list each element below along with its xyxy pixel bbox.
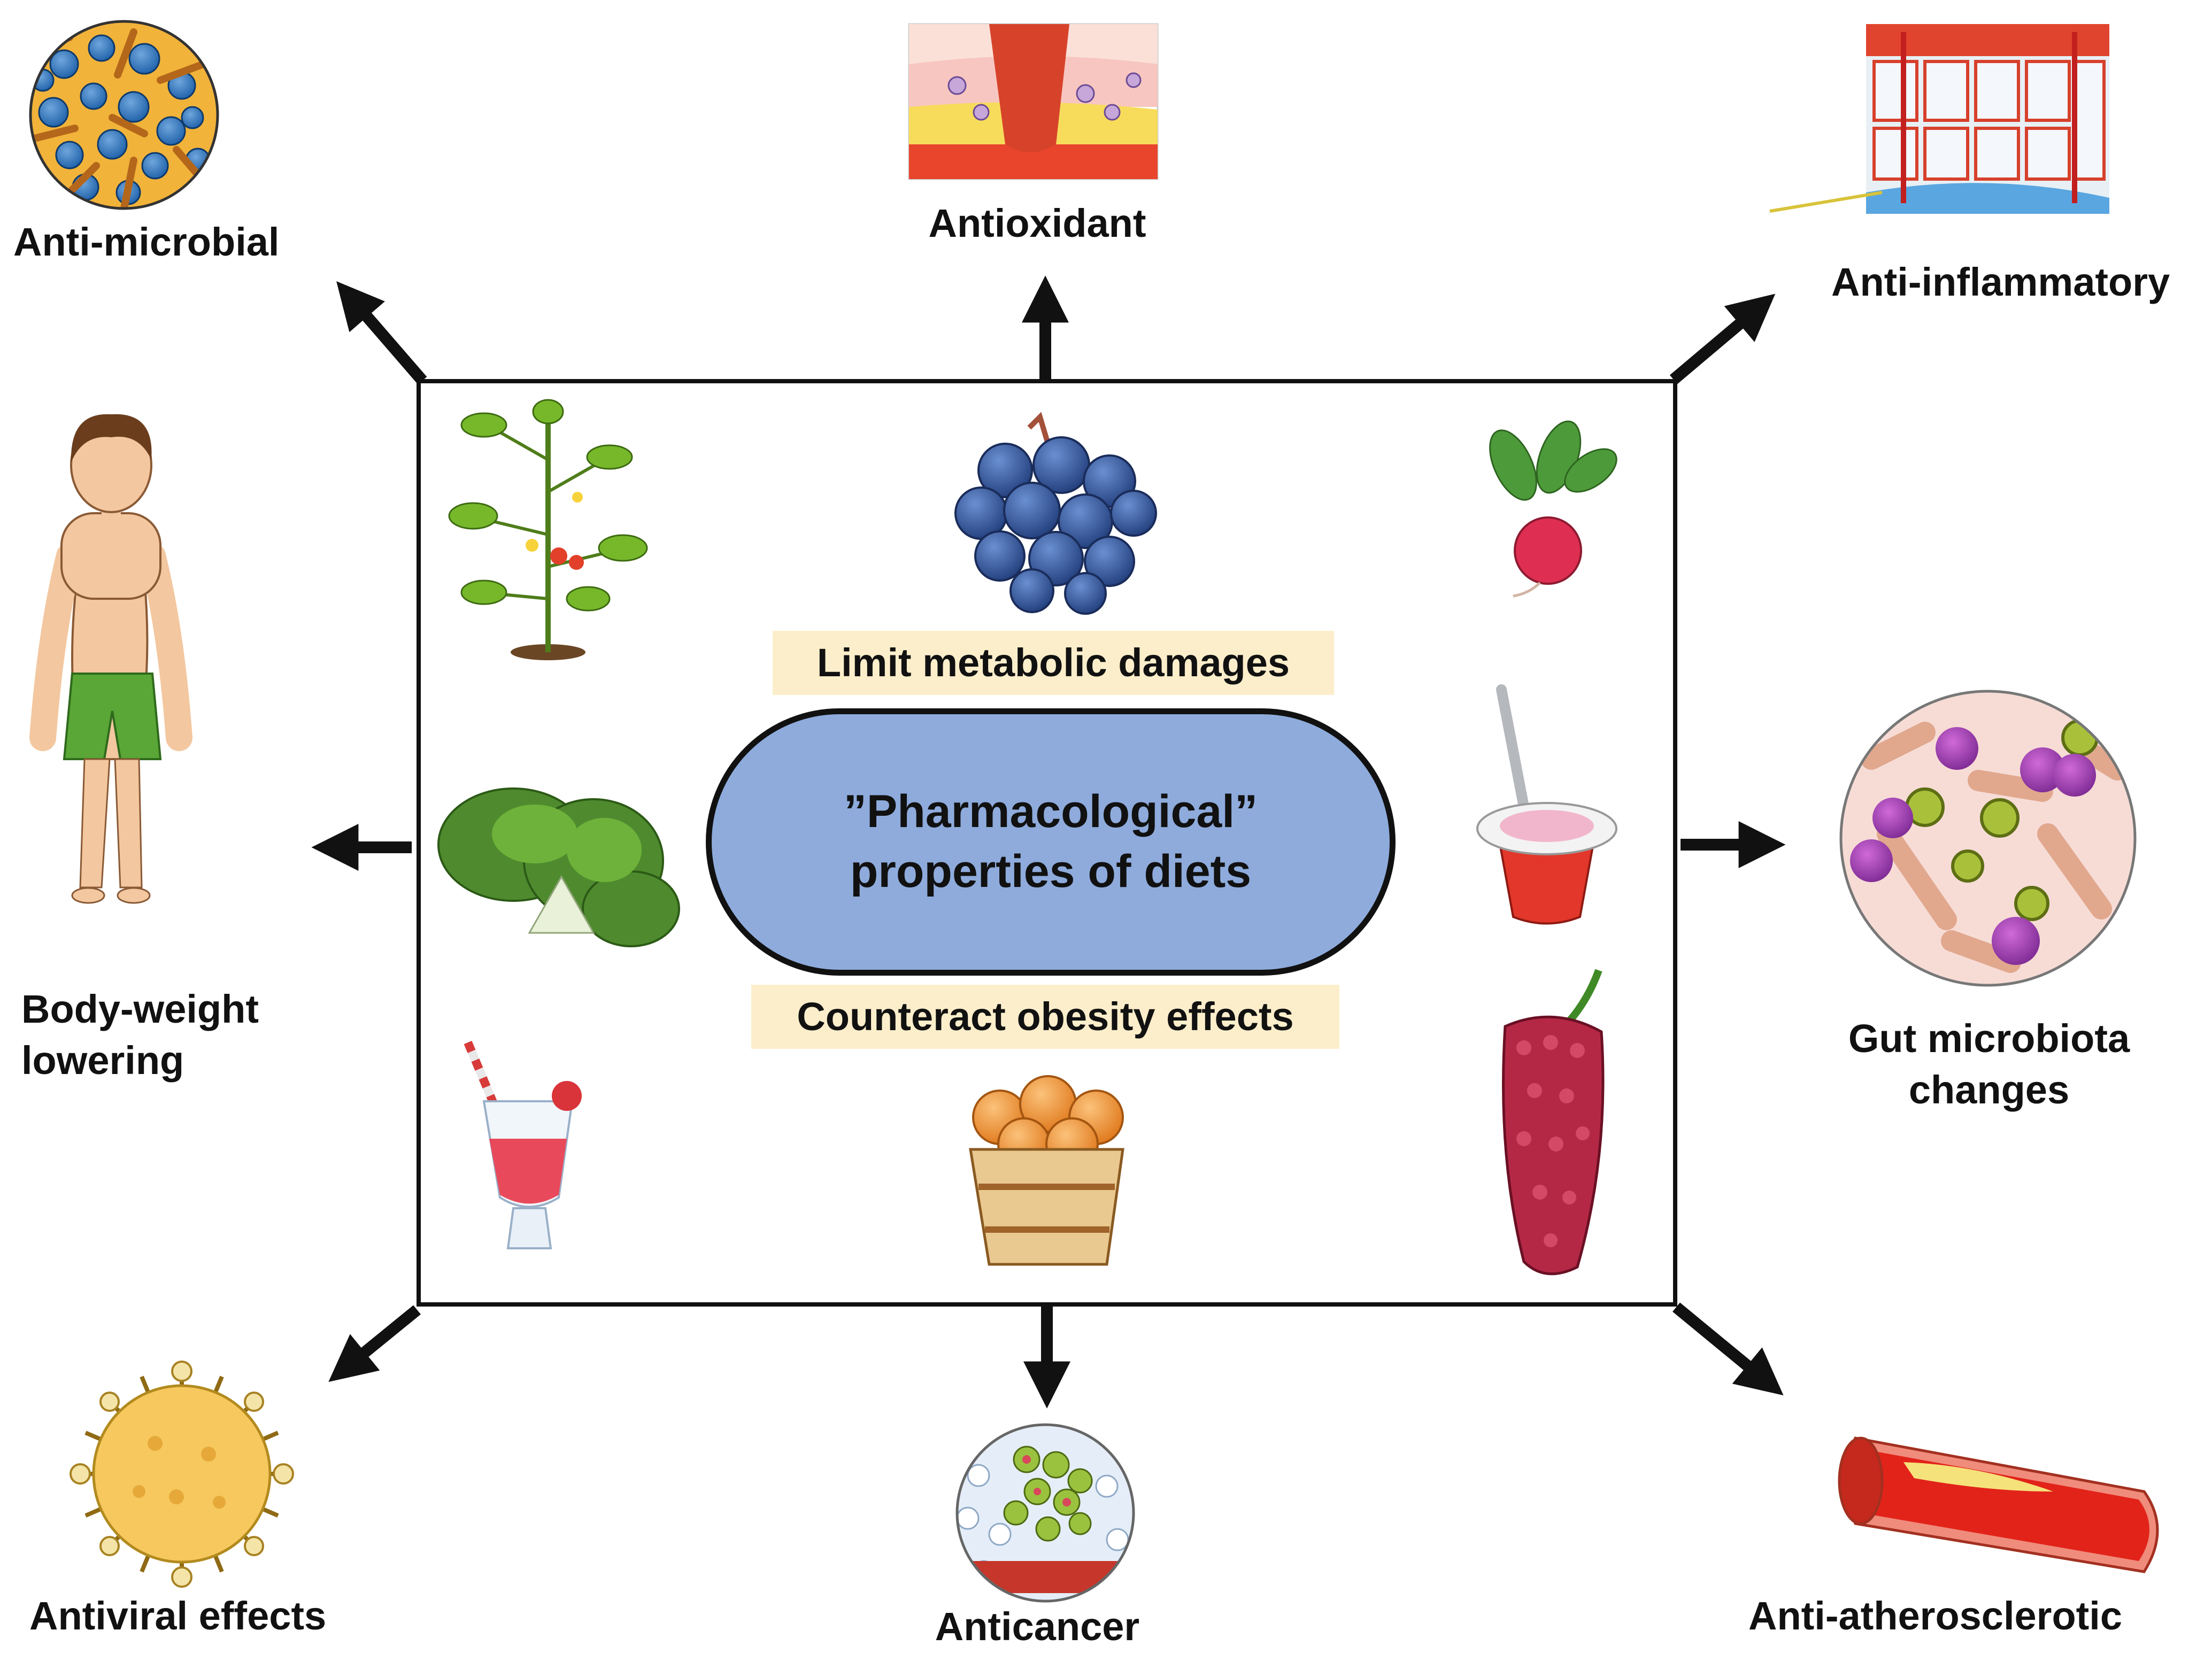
label-antioxidant: Antioxidant (928, 201, 1146, 245)
yogurt-icon (1476, 684, 1617, 925)
pill-title-line2: properties of diets (850, 846, 1252, 897)
virus-icon (70, 1361, 294, 1588)
central-pill: ”Pharmacological” properties of diets (706, 708, 1396, 976)
label-gut-microbiota: Gut microbiota changes (1848, 1013, 2130, 1116)
banner-limit-metabolic: Limit metabolic damages (773, 631, 1334, 695)
label-body-weight-line1: Body-weight (21, 987, 259, 1031)
arrow-anti-atherosclerotic (1673, 1302, 1784, 1396)
cancer-cells-icon (955, 1423, 1135, 1603)
lettuce-icon (437, 787, 680, 947)
inflamed-tissue-icon (1769, 24, 2109, 214)
label-body-weight: Body-weight lowering (21, 984, 259, 1086)
label-anticancer: Anticancer (935, 1604, 1140, 1649)
label-anti-microbial: Anti-microbial (13, 220, 280, 264)
bacteria-icon (29, 20, 219, 210)
label-body-weight-line2: lowering (21, 1038, 184, 1083)
arrows (311, 275, 1786, 1409)
arrow-anti-inflammatory (1669, 293, 1776, 384)
child-body-icon (29, 414, 192, 904)
blueberries-icon (954, 412, 1157, 615)
gut-microbiota-icon (1839, 690, 2137, 987)
tomato-plant-icon (448, 399, 648, 660)
artery-plaque-icon (1838, 1436, 2159, 1573)
label-gut-line1: Gut microbiota (1848, 1016, 2130, 1061)
apricot-basket-icon (969, 1075, 1124, 1266)
smoothie-icon (464, 1040, 582, 1249)
pill-title-line1: ”Pharmacological” (843, 786, 1258, 838)
label-anti-atherosclerotic: Anti-atherosclerotic (1748, 1594, 2123, 1638)
arrow-anti-microbial (336, 281, 427, 385)
label-gut-line2: changes (1908, 1068, 2070, 1113)
label-anti-inflammatory: Anti-inflammatory (1831, 260, 2170, 304)
radish-icon (1489, 420, 1617, 598)
banner-counteract-obesity: Counteract obesity effects (751, 985, 1339, 1049)
label-antiviral: Antiviral effects (29, 1594, 327, 1638)
arrow-antiviral (328, 1305, 421, 1382)
mulberry-icon (1502, 969, 1605, 1276)
oxidized-tissue-icon (908, 23, 1159, 180)
